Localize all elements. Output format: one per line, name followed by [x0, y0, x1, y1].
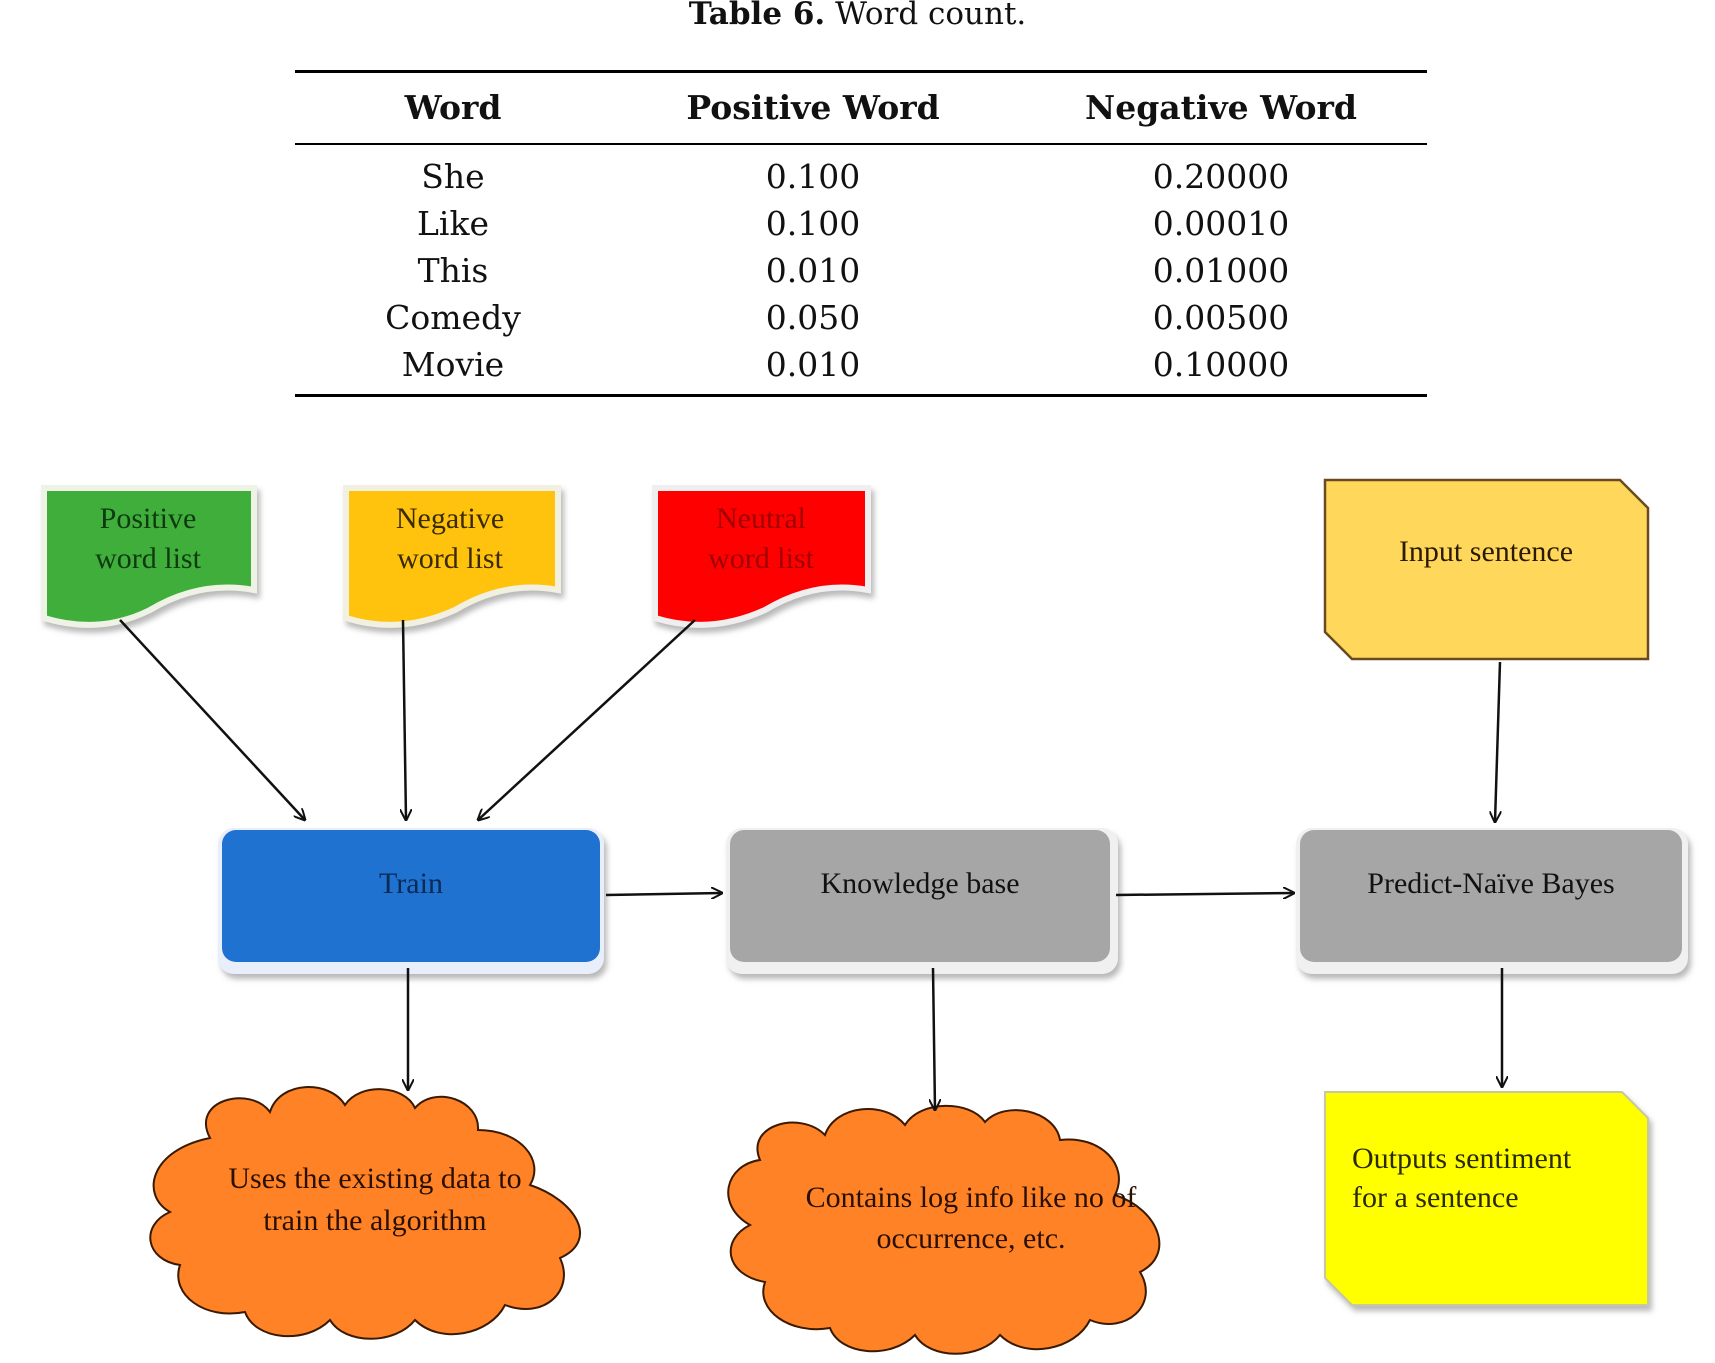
cell-positive: 0.100: [765, 157, 861, 196]
arrow-train-to-knowledge: [605, 893, 722, 895]
output-sentiment-shape: [1324, 1091, 1649, 1306]
arrow-positive-to-train: [119, 619, 305, 820]
train-shape: [222, 830, 600, 962]
cell-negative: 0.20000: [1152, 157, 1290, 196]
cell-positive: 0.010: [765, 251, 861, 290]
column-header-positive: Positive Word: [611, 70, 1015, 145]
knowledge-cloud-line2: occurrence, etc.: [876, 1222, 1065, 1255]
negative-word-list-line2: word list: [397, 542, 504, 575]
knowledge-base-shape: [730, 830, 1110, 962]
neutral-word-list-line2: word list: [708, 542, 815, 575]
positive-word-list-node: Positive word list: [41, 485, 257, 628]
table-caption-label: Table 6.: [688, 0, 826, 32]
cell-positive: 0.100: [765, 204, 861, 243]
cell-negative: 0.00500: [1152, 298, 1290, 337]
cell-word: Comedy: [385, 298, 521, 337]
knowledge-base-label: Knowledge base: [820, 867, 1019, 900]
negative-word-list-line1: Negative: [396, 502, 504, 535]
cell-negative: 0.10000: [1015, 341, 1427, 397]
arrow-knowledge-to-cloud: [933, 967, 935, 1110]
positive-word-list-shape: [41, 485, 257, 628]
neutral-word-list-line1: Neutral: [716, 502, 806, 535]
train-cloud-line2: train the algorithm: [263, 1204, 486, 1237]
neutral-word-list-shape: [652, 485, 871, 628]
train-cloud-line1: Uses the existing data to: [228, 1162, 521, 1195]
positive-word-list-line1: Positive: [100, 502, 197, 535]
predict-node: Predict-Naïve Bayes: [1296, 828, 1688, 974]
predict-label: Predict-Naïve Bayes: [1367, 867, 1614, 900]
train-cloud-shape: [149, 1086, 581, 1340]
column-header-negative: Negative Word: [1015, 70, 1427, 145]
predict-shape: [1300, 830, 1682, 962]
knowledge-cloud-shape: [727, 1104, 1161, 1355]
cell-positive: 0.010: [611, 341, 1015, 397]
output-sentiment-line2: for a sentence: [1352, 1181, 1519, 1214]
negative-word-list-node: Negative word list: [343, 485, 561, 628]
arrow-knowledge-to-predict: [1115, 893, 1294, 895]
input-sentence-node: Input sentence: [1323, 478, 1650, 661]
table-row: Movie 0.010 0.10000: [295, 341, 1427, 397]
table-caption-text: Word count.: [835, 0, 1027, 32]
neutral-word-list-node: Neutral word list: [652, 485, 871, 628]
cell-word: Like: [417, 204, 489, 243]
cell-negative: 0.00010: [1152, 204, 1290, 243]
arrow-neutral-to-train: [478, 619, 696, 820]
output-sentiment-line1: Outputs sentiment: [1352, 1142, 1572, 1175]
cell-word: Movie: [295, 341, 611, 397]
negative-word-list-shape: [343, 485, 561, 628]
cell-word: She: [421, 157, 485, 196]
cell-word: This: [417, 251, 489, 290]
table-row: Like 0.100 0.00010: [295, 200, 1427, 247]
positive-word-list-line2: word list: [95, 542, 202, 575]
table-caption: Table 6. Word count.: [0, 0, 1715, 32]
input-sentence-shape: [1323, 478, 1650, 661]
cell-positive: 0.050: [765, 298, 861, 337]
output-sentiment-node: Outputs sentiment for a sentence: [1324, 1091, 1649, 1306]
cell-negative: 0.01000: [1152, 251, 1290, 290]
knowledge-base-node: Knowledge base: [726, 828, 1118, 974]
word-count-table: Word Positive Word Negative Word She 0.1…: [295, 70, 1427, 397]
train-node: Train: [218, 828, 604, 974]
arrow-negative-to-train: [403, 619, 406, 820]
train-label: Train: [379, 867, 443, 900]
table-header-row: Word Positive Word Negative Word: [295, 70, 1427, 145]
table-row: She 0.100 0.20000: [295, 144, 1427, 200]
train-description-cloud: Uses the existing data to train the algo…: [149, 1086, 581, 1340]
table-row: This 0.010 0.01000: [295, 247, 1427, 294]
input-sentence-label: Input sentence: [1399, 535, 1573, 568]
column-header-word: Word: [295, 70, 611, 145]
knowledge-cloud-line1: Contains log info like no of: [806, 1181, 1137, 1214]
knowledge-description-cloud: Contains log info like no of occurrence,…: [727, 1104, 1161, 1355]
arrow-input-to-predict: [1495, 661, 1500, 822]
table-row: Comedy 0.050 0.00500: [295, 294, 1427, 341]
